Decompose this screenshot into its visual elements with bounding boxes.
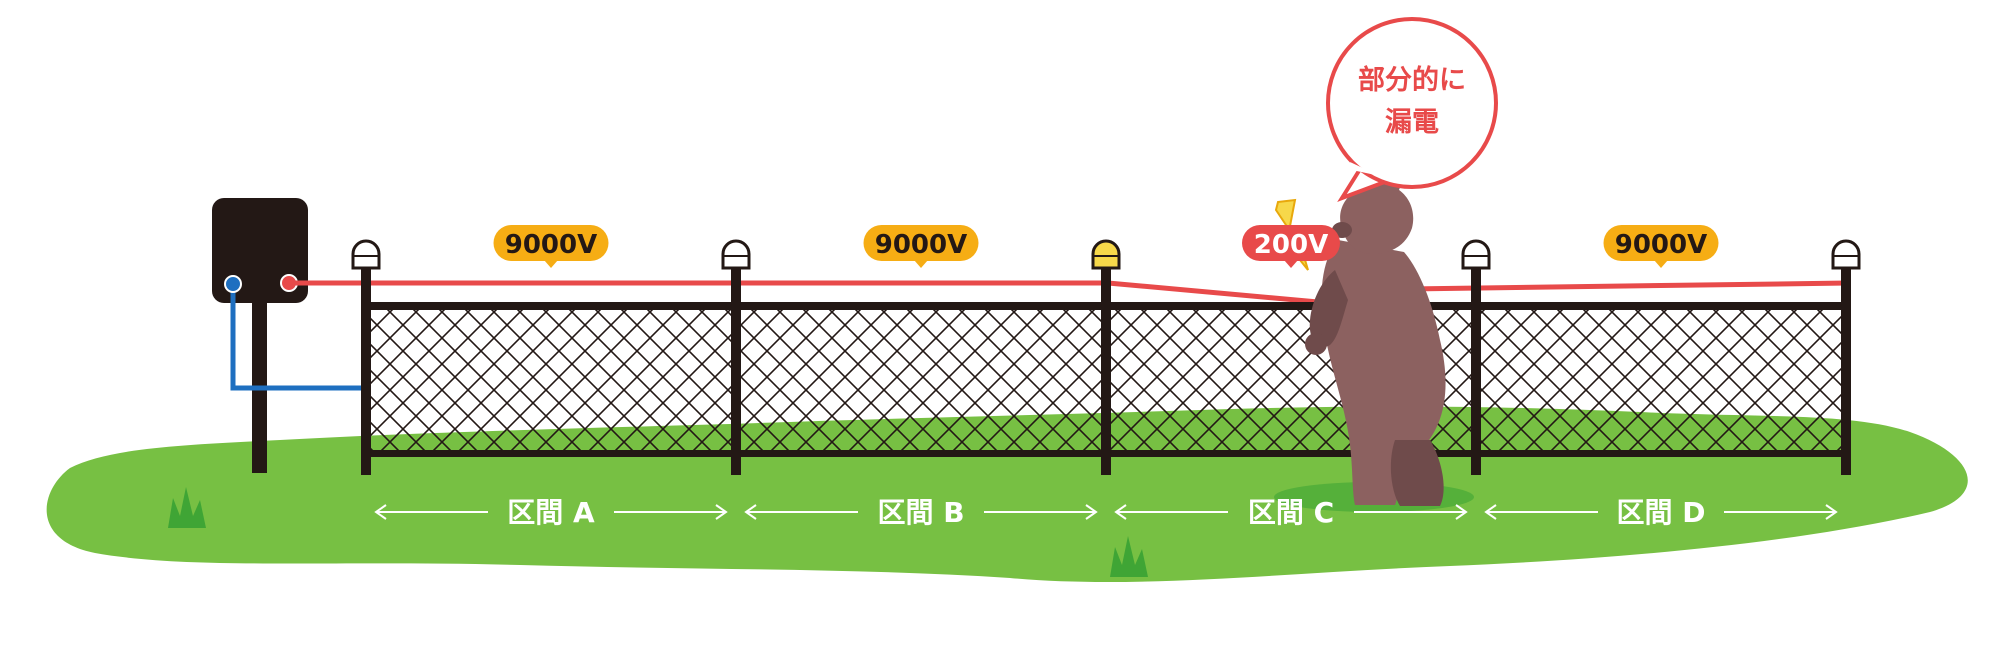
section-label: 区間 D (1617, 496, 1706, 529)
voltage-badge: 9000V (863, 225, 979, 268)
grass-icon (168, 487, 206, 528)
fence-post (1471, 265, 1481, 475)
voltage-badge: 200V (1242, 225, 1340, 268)
section-labels: 区間 A 区間 B 区間 C 区間 D (374, 496, 1838, 529)
insulator-icon (1831, 239, 1861, 270)
bear-icon (1274, 178, 1474, 512)
section-range: 区間 D (1484, 496, 1838, 529)
bubble-text-line2: 漏電 (1385, 107, 1439, 138)
grass-icon (1110, 536, 1148, 577)
insulator-icon (1461, 239, 1491, 270)
fence-post (1101, 265, 1111, 475)
voltage-badge: 9000V (493, 225, 609, 268)
voltage-badge: 9000V (1603, 225, 1719, 268)
insulator-icon (721, 239, 751, 270)
live-wire (289, 280, 1849, 305)
section-range: 区間 B (744, 496, 1098, 529)
bear-paw (1305, 333, 1327, 355)
fence-post (361, 265, 371, 475)
fence-post (1841, 265, 1851, 475)
bear-body (1321, 240, 1446, 505)
voltage-label: 9000V (505, 230, 598, 260)
bear-head (1340, 184, 1414, 254)
voltage-label: 9000V (875, 230, 968, 260)
section-label: 区間 A (507, 496, 595, 529)
voltage-badges: 9000V 9000V 200V 9000V (493, 225, 1719, 268)
insulator-icon (1091, 239, 1121, 270)
section-label: 区間 C (1248, 496, 1334, 529)
energizer (212, 198, 362, 473)
bear-arm (1309, 270, 1348, 348)
bear-leg (1390, 440, 1444, 506)
insulator-icon (351, 239, 381, 270)
voltage-label: 200V (1254, 230, 1328, 260)
voltage-label: 9000V (1615, 230, 1708, 260)
ground-wire (230, 284, 362, 391)
speech-bubble: 部分的に 漏電 (1326, 17, 1498, 202)
fence-post (731, 265, 741, 475)
section-label: 区間 B (877, 496, 964, 529)
fence-posts (351, 239, 1861, 475)
bubble-text-line1: 部分的に (1358, 64, 1466, 96)
ground-terminal (224, 275, 242, 293)
section-range: 区間 C (1114, 496, 1468, 529)
section-range: 区間 A (374, 496, 728, 529)
